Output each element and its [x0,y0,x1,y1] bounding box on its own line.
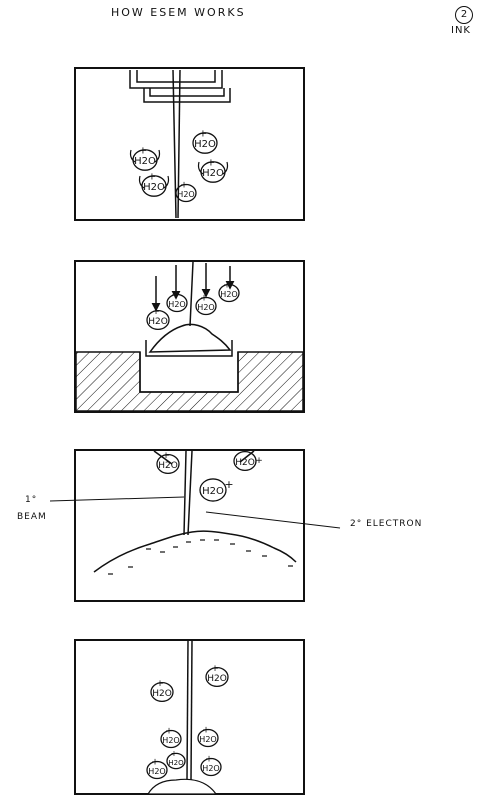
water-ion-label: H2O [134,156,156,167]
water-ion: H2O+ [156,451,180,474]
water-ion-label: H2O [207,674,227,684]
positive-charge-label: + [211,664,219,674]
sample-surface [93,530,297,573]
water-ion-label: H2O [177,190,194,199]
water-ion: H2O+ [129,145,161,171]
sample-holder [139,340,239,393]
positive-charge-label: + [148,171,156,182]
water-ion-label: H2O [148,767,165,776]
sample-pile [148,323,232,353]
water-ion: H2O+ [166,291,188,313]
primary-beam-pointer [49,496,185,502]
water-ion: H2O+ [197,726,219,748]
positive-charge-label: + [200,294,208,304]
page-note: INK [451,25,471,36]
panel-1-frame [74,67,305,221]
water-ion: H2O+ [218,281,240,303]
water-ion: H2O+ [200,755,222,777]
water-ion: H2O+ [233,450,263,471]
water-ion-label: H2O [158,461,178,471]
positive-charge-label: + [152,307,160,317]
water-ion: H2O+ [205,664,229,688]
water-ion-label: H2O [152,689,172,699]
panel-4-sample [146,778,218,795]
water-ion-label: H2O [220,290,237,299]
positive-charge-label: + [224,478,233,491]
water-ion-label: H2O [143,182,165,193]
water-ion-label: H2O [194,139,216,150]
water-ion: H2O+ [195,294,217,316]
water-ion-label: H2O [235,458,255,468]
positive-charge-label: + [207,157,215,168]
chamber-floor-hatching [75,351,304,412]
water-ion-label: H2O [202,486,224,497]
water-ion: H2O+ [192,128,218,154]
panel-4-molecules: H2O+H2O+H2O+H2O+H2O+H2O+H2O+ [146,664,229,780]
water-ion: H2O+ [138,171,170,197]
positive-charge-label: + [162,451,170,461]
water-ion-label: H2O [162,736,179,745]
water-ion: H2O+ [146,307,170,330]
positive-charge-label: + [205,755,213,765]
positive-charge-label: + [139,145,147,156]
page-number: 2 [455,6,473,24]
water-ion-label: H2O [168,759,184,767]
water-ion: H2O+ [160,727,182,749]
hydration-arms [197,161,229,175]
secondary-electron-label: 2° ELECTRON [350,519,423,529]
panel-1: H2O+H2O+H2O+H2O+H2O+ [74,67,305,221]
surface-charge-marks [108,539,293,575]
positive-charge-label: + [223,281,231,291]
positive-charge-label: + [180,181,188,191]
water-ion: H2O+ [166,749,186,770]
panel-4-frame [74,639,305,795]
positive-charge-label: + [202,726,210,736]
positive-charge-label: + [165,727,173,737]
primary-beam-label-line2: BEAM [17,512,47,522]
water-ion-label: H2O [148,317,168,327]
secondary-electron-pointer [205,511,341,529]
panel-3-molecules: H2O+H2O+H2O+ [156,450,263,502]
water-ion-label: H2O [202,168,224,179]
water-ion: H2O+ [146,758,168,780]
water-ion-label: H2O [202,764,219,773]
water-ion-label: H2O [197,303,214,312]
positive-charge-label: + [171,749,178,758]
water-ion-label: H2O [168,300,185,309]
positive-charge-label: + [199,128,207,139]
hydration-arms [138,175,170,189]
panel-4: H2O+H2O+H2O+H2O+H2O+H2O+H2O+ [74,639,305,795]
panel-2: H2O+H2O+H2O+H2O+ [74,260,305,413]
panel-2-frame [74,260,305,413]
panel-3: H2O+H2O+H2O+ [49,449,341,602]
panel-2-molecules: H2O+H2O+H2O+H2O+ [146,281,240,330]
positive-charge-label: + [255,456,263,466]
page-title: HOW ESEM WORKS [111,6,246,19]
primary-beam-label: 1° [25,495,38,505]
water-ion: H2O+ [150,679,174,703]
panel-1-molecules: H2O+H2O+H2O+H2O+H2O+ [129,128,229,203]
positive-charge-label: + [171,291,179,301]
positive-charge-label: + [151,758,159,768]
positive-charge-label: + [156,679,164,689]
panel-4-beam [186,640,193,781]
water-ion: H2O+ [175,181,197,203]
water-ion: H2O+ [199,478,234,502]
water-ion: H2O+ [197,157,229,183]
hydration-arms [129,149,161,163]
water-ion-label: H2O [199,735,216,744]
panel-3-frame [74,449,305,602]
